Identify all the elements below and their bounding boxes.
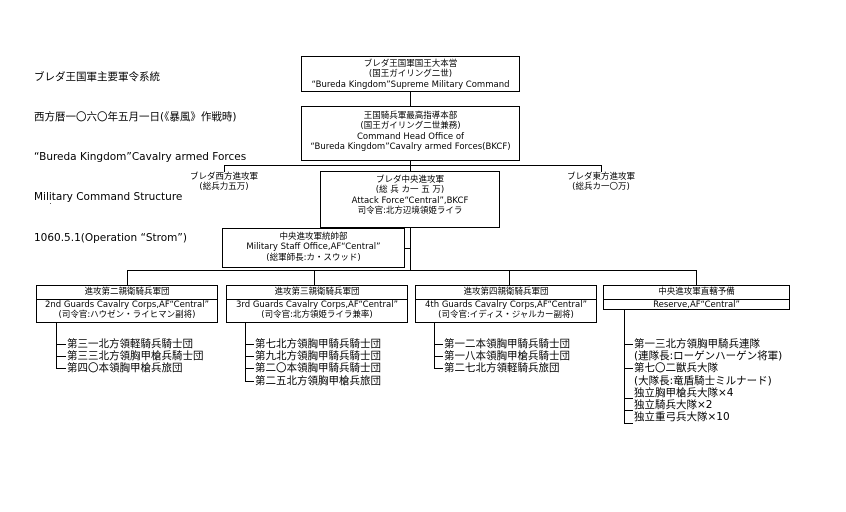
list-item: 独立重弓兵大隊×10	[634, 411, 730, 424]
supreme-command-name: ブレダ王国軍国王大本営	[363, 59, 458, 69]
corps-name: 進攻第二親衛騎兵軍団	[37, 286, 217, 300]
unit-list-4th-guards: 第一二本領胸甲騎兵騎士団 第一八本領胸甲槍兵騎士団 第二七北方領軽騎兵旅団	[444, 338, 570, 375]
list-item: 第一八本領胸甲槍兵騎士団	[444, 350, 570, 363]
list-item: 独立騎兵大隊×2	[634, 398, 713, 411]
list-item: 第一三北方領胸甲騎兵連隊	[634, 338, 760, 350]
list-item: 第四〇本領胸甲槍兵旅団	[67, 362, 183, 375]
list-item: 独立胸甲槍兵大隊×4	[634, 386, 734, 399]
reserve-box: 中央進攻軍直轄予備 Reserve,AF“Central”	[603, 285, 790, 310]
central-army-box: ブレダ中央進攻軍 (総 兵 カ一 五 万) Attack Force“Centr…	[320, 171, 500, 228]
list-item: 第二五北方領胸甲槍兵旅団	[255, 374, 381, 387]
central-army-strength: (総 兵 カ一 五 万)	[375, 185, 445, 196]
list-item: 第一二本領胸甲騎兵騎士団	[444, 338, 570, 350]
west-army-label: ブレダ西方進攻軍 (総兵力五万)	[174, 172, 274, 193]
command-head-english-1: Command Head Office of	[356, 131, 465, 142]
reserve-name: 中央進攻軍直轄予備	[604, 286, 789, 300]
chart-title-block: ブレダ王国軍主要軍令系統 西方暦一〇六〇年五月一日(《暴風》作戦時) “Bure…	[34, 44, 246, 258]
list-item: 第七北方領胸甲騎兵騎士団	[255, 338, 381, 350]
list-item: (連隊長:ローゲンハーゲン将軍)	[634, 350, 783, 363]
corps-english: 3rd Guards Cavalry Corps,AF“Central”	[235, 300, 398, 310]
title-line-date: 西方暦一〇六〇年五月一日(《暴風》作戦時)	[34, 111, 237, 124]
reserve-english: Reserve,AF“Central”	[653, 300, 740, 310]
central-army-name: ブレダ中央進攻軍	[375, 175, 444, 185]
stray-dot	[50, 203, 51, 204]
corps-english: 2nd Guards Cavalry Corps,AF“Central”	[44, 300, 210, 310]
command-head-leader: (国王ガイリング二世兼務)	[360, 121, 461, 132]
list-item: 第七〇二獣兵大隊	[634, 362, 718, 375]
list-item: 第九北方領胸甲騎兵騎士団	[255, 350, 381, 363]
east-army-strength: (総兵カ一〇万)	[572, 182, 630, 193]
supreme-command-english: “Bureda Kingdom”Supreme Military Command	[311, 79, 510, 90]
list-item: 第二七北方領軽騎兵旅団	[444, 362, 560, 375]
corps-name: 進攻第三親衛騎兵軍団	[227, 286, 407, 300]
list-item: 第三一北方領軽騎兵騎士団	[67, 338, 193, 350]
staff-office-leader: (総軍師長:カ・スウッド)	[266, 252, 361, 263]
command-head-name: 王国騎兵軍最高指導本部	[363, 111, 458, 121]
corps-english: 4th Guards Cavalry Corps,AF“Central”	[425, 300, 587, 310]
title-line-jp: ブレダ王国軍主要軍令系統	[34, 70, 160, 83]
west-army-strength: (総兵力五万)	[199, 182, 249, 193]
corps-box-3rd-guards: 進攻第三親衛騎兵軍団 3rd Guards Cavalry Corps,AF“C…	[226, 285, 408, 323]
supreme-command-leader: (国王ガイリング二世)	[368, 69, 453, 80]
corps-box-2nd-guards: 進攻第二親衛騎兵軍団 2nd Guards Cavalry Corps,AF“C…	[36, 285, 218, 323]
staff-office-box: 中央進攻軍統帥部 Military Staff Office,AF“Centra…	[222, 228, 405, 268]
supreme-command-box: ブレダ王国軍国王大本営 (国王ガイリング二世) “Bureda Kingdom”…	[301, 56, 520, 92]
corps-commander: (司令官:ハウゼン・ライヒマン副将)	[58, 310, 196, 321]
central-army-english: Attack Force“Central”,BKCF	[351, 195, 469, 206]
list-item: 第三三北方領胸甲槍兵騎士団	[67, 350, 204, 363]
unit-list-2nd-guards: 第三一北方領軽騎兵騎士団 第三三北方領胸甲槍兵騎士団 第四〇本領胸甲槍兵旅団	[67, 338, 204, 375]
west-army-name: ブレダ西方進攻軍	[189, 172, 258, 182]
east-army-name: ブレダ東方進攻軍	[566, 172, 635, 182]
staff-office-name: 中央進攻軍統帥部	[279, 232, 348, 242]
unit-list-reserve: 第一三北方領胸甲騎兵連隊 (連隊長:ローゲンハーゲン将軍) 第七〇二獣兵大隊 (…	[634, 338, 782, 423]
command-head-english-2: “Bureda Kingdom”Cavalry armed Forces(BKC…	[310, 142, 511, 153]
list-item: 第二〇本領胸甲騎兵騎士団	[255, 362, 381, 375]
title-line-en-2: Military Command Structure	[34, 191, 183, 204]
corps-box-4th-guards: 進攻第四親衛騎兵軍団 4th Guards Cavalry Corps,AF“C…	[415, 285, 597, 323]
east-army-label: ブレダ東方進攻軍 (総兵カ一〇万)	[551, 172, 651, 193]
corps-name: 進攻第四親衛騎兵軍団	[416, 286, 596, 300]
command-head-office-box: 王国騎兵軍最高指導本部 (国王ガイリング二世兼務) Command Head O…	[301, 106, 520, 161]
title-line-en-3: 1060.5.1(Operation “Strom”)	[34, 231, 187, 244]
staff-office-english: Military Staff Office,AF“Central”	[246, 242, 381, 253]
unit-list-3rd-guards: 第七北方領胸甲騎兵騎士団 第九北方領胸甲騎兵騎士団 第二〇本領胸甲騎兵騎士団 第…	[255, 338, 381, 387]
list-item: (大隊長:竜盾騎士ミルナード)	[634, 374, 772, 387]
title-line-en-1: “Bureda Kingdom”Cavalry armed Forces	[34, 151, 247, 164]
central-army-commander: 司令官:北方辺境領姫ライラ	[357, 206, 463, 217]
corps-commander: (司令官:北方領姫ライラ兼率)	[261, 310, 373, 321]
corps-commander: (司令官:イディス・ジャルカー副将)	[438, 310, 574, 321]
